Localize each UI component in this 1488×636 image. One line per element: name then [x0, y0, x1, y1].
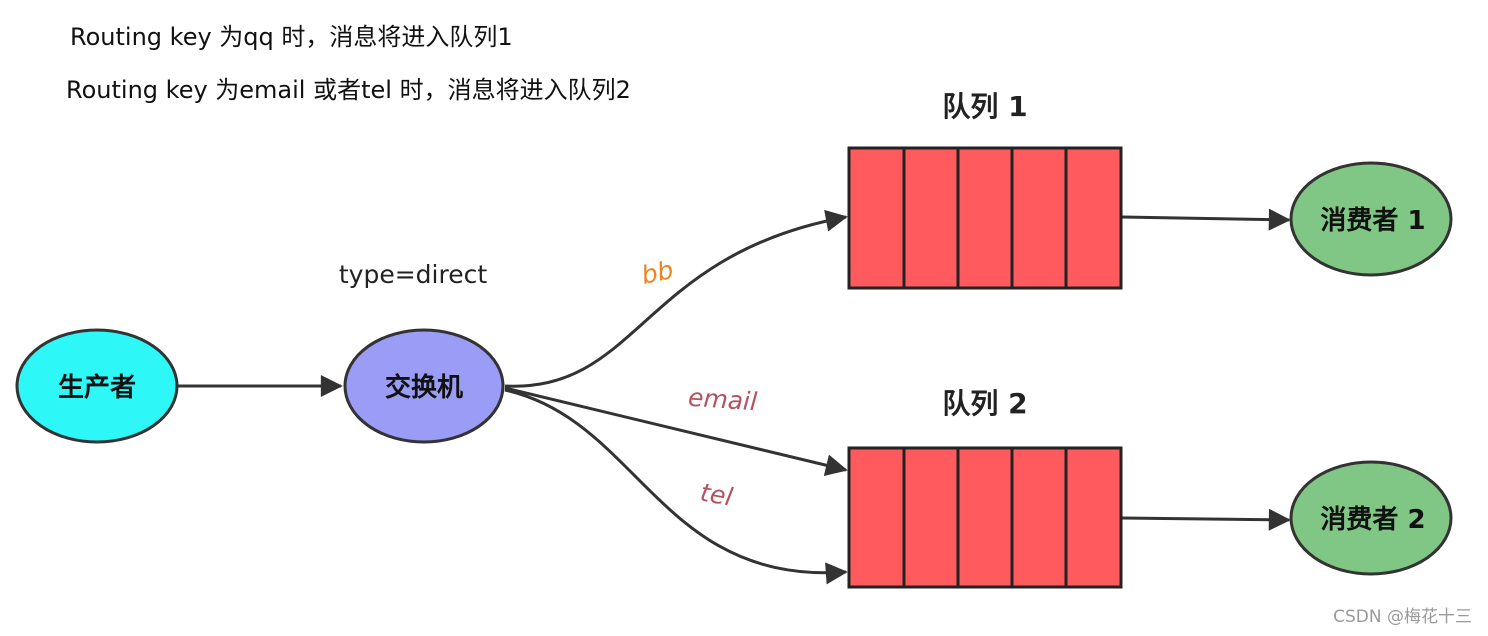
- routing-note-2: Routing key 为email 或者tel 时，消息将进入队列2: [66, 76, 631, 104]
- watermark: CSDN @梅花十三: [1333, 607, 1472, 627]
- routing-label-email: email: [687, 383, 758, 417]
- routing-note-1: Routing key 为qq 时，消息将进入队列1: [70, 23, 513, 51]
- routing-label-tel: tel: [698, 478, 735, 512]
- edge-queue1-consumer1: [1121, 208, 1291, 231]
- producer-ellipse: [15, 328, 179, 444]
- queue1-box: [847, 146, 1123, 290]
- edge-exchange-queue2-tel: [504, 388, 848, 585]
- exchange-label: 交换机: [385, 372, 463, 403]
- routing-label-qq: qq: [639, 258, 676, 293]
- edge-exchange-queue2-email: [504, 386, 848, 477]
- queue1: [847, 146, 1123, 290]
- consumer1-ellipse: [1289, 161, 1453, 277]
- queue2-box: [847, 446, 1123, 589]
- queue1-title: 队列 1: [942, 90, 1027, 123]
- consumer1-label: 消费者 1: [1320, 206, 1425, 236]
- queue2: [847, 446, 1123, 589]
- exchange-ellipse: [343, 328, 505, 444]
- consumer2-node: 消费者 2: [1289, 460, 1453, 576]
- exchange-type-label: type=direct: [339, 260, 487, 289]
- consumer2-ellipse: [1289, 460, 1453, 576]
- edge-exchange-queue1-qq: [504, 209, 848, 388]
- consumer1-node: 消费者 1: [1289, 161, 1453, 277]
- queue2-title: 队列 2: [942, 387, 1027, 420]
- producer-label: 生产者: [58, 373, 136, 403]
- exchange-node: 交换机: [343, 328, 505, 444]
- edge-queue2-consumer2: [1121, 508, 1291, 531]
- consumer2-label: 消费者 2: [1320, 505, 1425, 535]
- producer-node: 生产者: [15, 328, 179, 444]
